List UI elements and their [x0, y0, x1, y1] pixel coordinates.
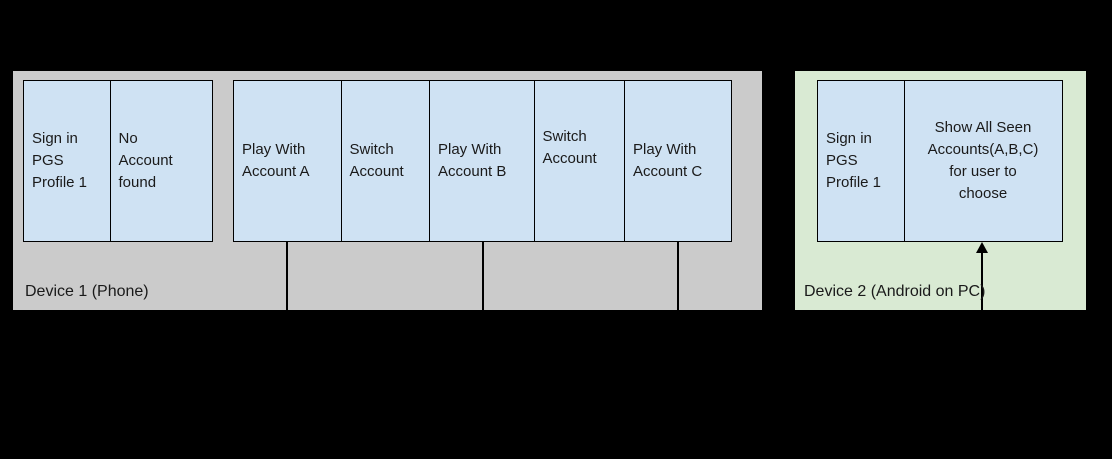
- flow-box-sign-in-pgs-profile-1: Sign in PGS Profile 1: [23, 80, 111, 242]
- flow-box-play-with-account-c: Play With Account C: [624, 80, 732, 242]
- flow-box-play-with-account-a: Play With Account A: [233, 80, 342, 242]
- device2-label: Device 2 (Android on PC): [804, 283, 986, 300]
- device1-label: Device 1 (Phone): [25, 283, 149, 300]
- connector-line-account-b: [482, 242, 484, 310]
- flow-box-label: Play With Account A: [242, 141, 310, 180]
- connector-line-account-c: [677, 242, 679, 310]
- flow-box-sign-in-pgs-profile-1-device2: Sign in PGS Profile 1: [817, 80, 905, 242]
- device1-panel: Sign in PGS Profile 1 No Account found P…: [13, 71, 762, 310]
- device1-play-flow: Play With Account A Switch Account Play …: [233, 80, 732, 242]
- flow-box-play-with-account-b: Play With Account B: [429, 80, 535, 242]
- flow-box-label: Show All Seen Accounts(A,B,C) for user t…: [927, 119, 1039, 202]
- device1-signin-flow: Sign in PGS Profile 1 No Account found: [23, 80, 213, 242]
- flow-box-label: Sign in PGS Profile 1: [32, 130, 88, 191]
- up-arrow-head-icon: [976, 242, 988, 253]
- flow-box-show-all-seen-accounts: Show All Seen Accounts(A,B,C) for user t…: [903, 80, 1063, 242]
- flow-box-label: Play With Account B: [438, 141, 507, 180]
- flow-box-label: Sign in PGS Profile 1: [826, 130, 882, 191]
- up-arrow-line: [981, 252, 983, 310]
- flow-box-label: Switch Account: [349, 141, 404, 180]
- flow-box-label: No Account found: [118, 130, 173, 191]
- flow-box-switch-account-1: Switch Account: [340, 80, 431, 242]
- connector-line-account-a: [286, 242, 288, 310]
- flow-box-switch-account-2: Switch Account: [533, 80, 626, 242]
- flow-box-no-account-found: No Account found: [109, 80, 213, 242]
- device2-panel: Sign in PGS Profile 1 Show All Seen Acco…: [795, 71, 1086, 310]
- flow-box-label: Switch Account: [542, 128, 597, 167]
- flow-box-label: Play With Account C: [633, 141, 703, 180]
- device2-flow: Sign in PGS Profile 1 Show All Seen Acco…: [817, 80, 1063, 242]
